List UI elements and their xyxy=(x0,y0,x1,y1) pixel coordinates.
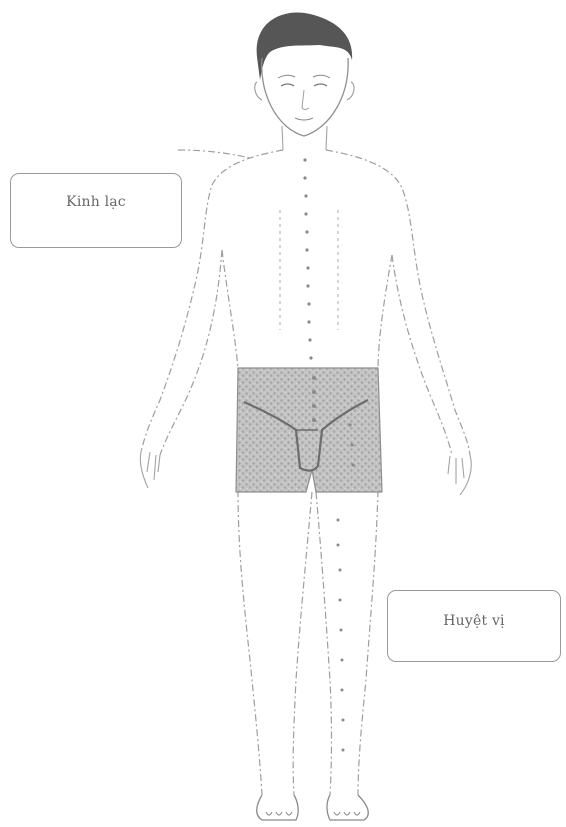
leg-outer-right xyxy=(358,490,378,795)
mouth xyxy=(295,118,313,120)
acupoint-label-box: Huyệt vị xyxy=(387,590,561,662)
inner-arm-right xyxy=(392,255,452,455)
torso-left xyxy=(222,250,238,370)
meridian-label: Kinh lạc xyxy=(66,194,126,210)
shoulder-meridian-left xyxy=(178,150,250,158)
inner-arm-left xyxy=(160,250,222,455)
leg-inner-left xyxy=(293,492,312,795)
head xyxy=(255,13,354,150)
nose xyxy=(302,90,309,110)
brows xyxy=(278,75,330,78)
shorts-region xyxy=(236,368,382,492)
acupoint-label: Huyệt vị xyxy=(443,613,504,629)
face-outline xyxy=(262,58,348,136)
leg-outer-left xyxy=(238,490,262,795)
leg-inner-right xyxy=(316,492,332,795)
hair xyxy=(257,13,352,80)
feet xyxy=(257,795,369,820)
neck xyxy=(282,126,327,150)
torso-right xyxy=(378,255,392,370)
meridian-label-box: Kinh lạc xyxy=(10,173,182,248)
eyes xyxy=(281,84,327,86)
